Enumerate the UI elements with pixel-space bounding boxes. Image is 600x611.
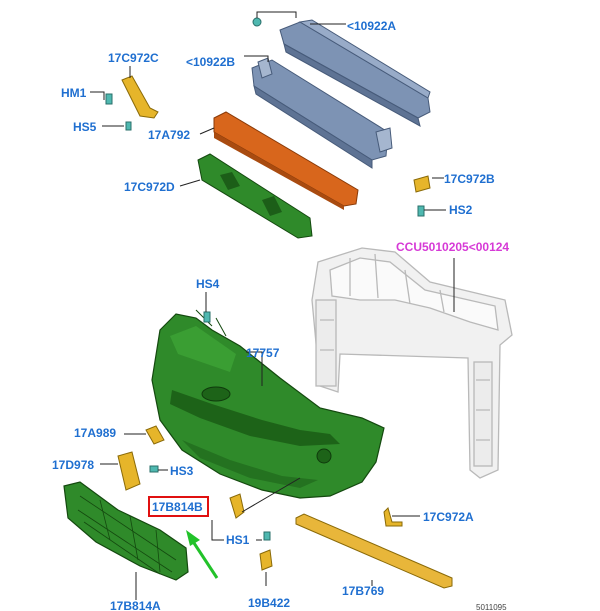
- callout-19B422: 19B422: [248, 596, 290, 610]
- callout-CCU: CCU5010205<00124: [396, 240, 509, 254]
- pointer-arrow: [186, 530, 219, 579]
- part-17D978: [117, 451, 141, 491]
- callout-HS2: HS2: [449, 203, 473, 217]
- bracket-17C972B: [413, 175, 431, 193]
- lower-beam-10922B: [251, 57, 393, 169]
- bracket-17B814B: [229, 493, 245, 519]
- part-19B422: [259, 549, 273, 571]
- callout-17C972A: 17C972A: [423, 510, 474, 524]
- callout-HS4: HS4: [196, 277, 220, 291]
- bumper-cover-17757: [151, 309, 385, 499]
- upper-beam-10922A: [279, 19, 431, 127]
- radiator-support: [311, 247, 513, 479]
- fastener-HS3: [149, 465, 159, 473]
- callout-HM1: HM1: [61, 86, 87, 100]
- callout-17B814A: 17B814A: [110, 599, 161, 611]
- callout-HS1: HS1: [226, 533, 250, 547]
- grille-17B814A: [63, 481, 189, 581]
- callout-HS3: HS3: [170, 464, 194, 478]
- bracket-17C972D: [197, 153, 313, 239]
- fastener-HS1: [263, 531, 271, 541]
- leader-lines: [90, 11, 455, 600]
- callout-17D978: 17D978: [52, 458, 94, 472]
- callout-17C972B: 17C972B: [444, 172, 495, 186]
- callout-17A792: 17A792: [148, 128, 190, 142]
- callout-17B814B: 17B814B: [152, 500, 203, 514]
- highlight-box: [148, 496, 209, 517]
- fastener-HS2: [417, 205, 425, 217]
- callout-17A989: 17A989: [74, 426, 116, 440]
- callout-17C972D: 17C972D: [124, 180, 175, 194]
- fastener-HS5: [125, 121, 132, 131]
- callout-17C972C: 17C972C: [108, 51, 159, 65]
- fastener-HS4: [203, 311, 211, 323]
- strip-17B769: [295, 513, 453, 589]
- callout-17757: 17757: [246, 346, 280, 360]
- part-17A989: [145, 425, 165, 445]
- callout-10922A: <10922A: [347, 19, 396, 33]
- callout-10922B: <10922B: [186, 55, 235, 69]
- reinforcement-17A792: [213, 111, 359, 210]
- bracket-17C972A: [383, 507, 403, 527]
- reference-number: 5011095: [476, 603, 507, 611]
- callout-HS5: HS5: [73, 120, 97, 134]
- callout-17B769: 17B769: [342, 584, 384, 598]
- fastener-HM1: [105, 93, 113, 105]
- bracket-17C972C: [121, 75, 159, 119]
